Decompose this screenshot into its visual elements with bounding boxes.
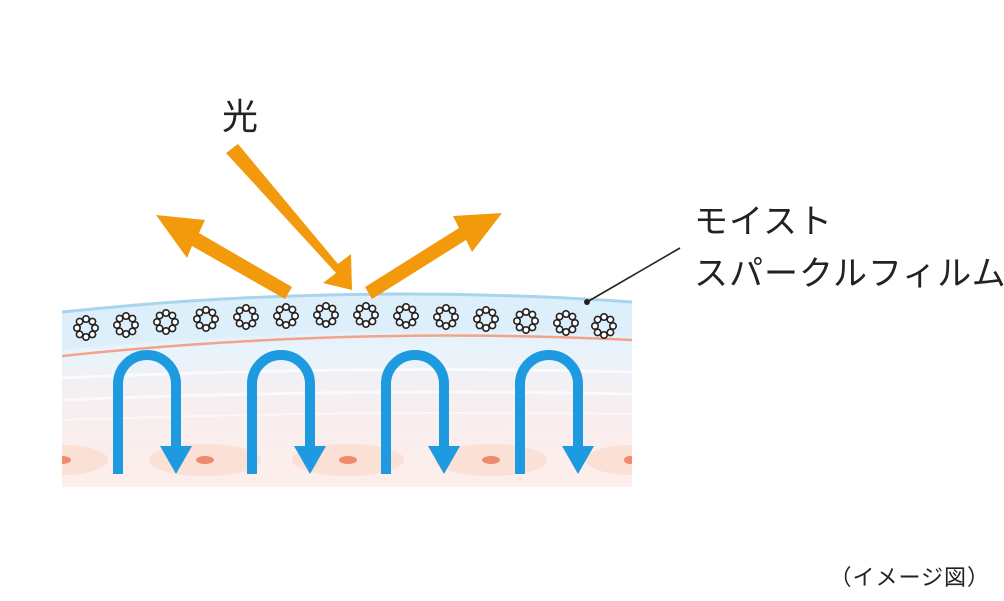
moisture-arrows xyxy=(113,350,594,474)
light-arrows xyxy=(156,144,502,299)
skin-cells xyxy=(62,444,632,476)
skin-surface-line xyxy=(61,334,633,358)
incoming-light-arrow xyxy=(226,144,352,290)
moisture-arrow xyxy=(515,350,594,474)
reflected-light-arrow-right xyxy=(365,213,502,299)
film-label-line1: モイスト xyxy=(694,202,833,242)
reflected-light-arrow-left xyxy=(156,215,292,299)
moisture-arrow xyxy=(381,350,460,474)
film-top-edge xyxy=(61,292,633,314)
moisture-arrow xyxy=(247,350,326,474)
light-label: 光 xyxy=(222,97,259,138)
film-leader xyxy=(584,247,681,305)
film-label-line2: スパークルフィルム xyxy=(694,254,1004,294)
image-caption: （イメージ図） xyxy=(829,566,990,591)
moisture-arrow xyxy=(113,350,192,474)
